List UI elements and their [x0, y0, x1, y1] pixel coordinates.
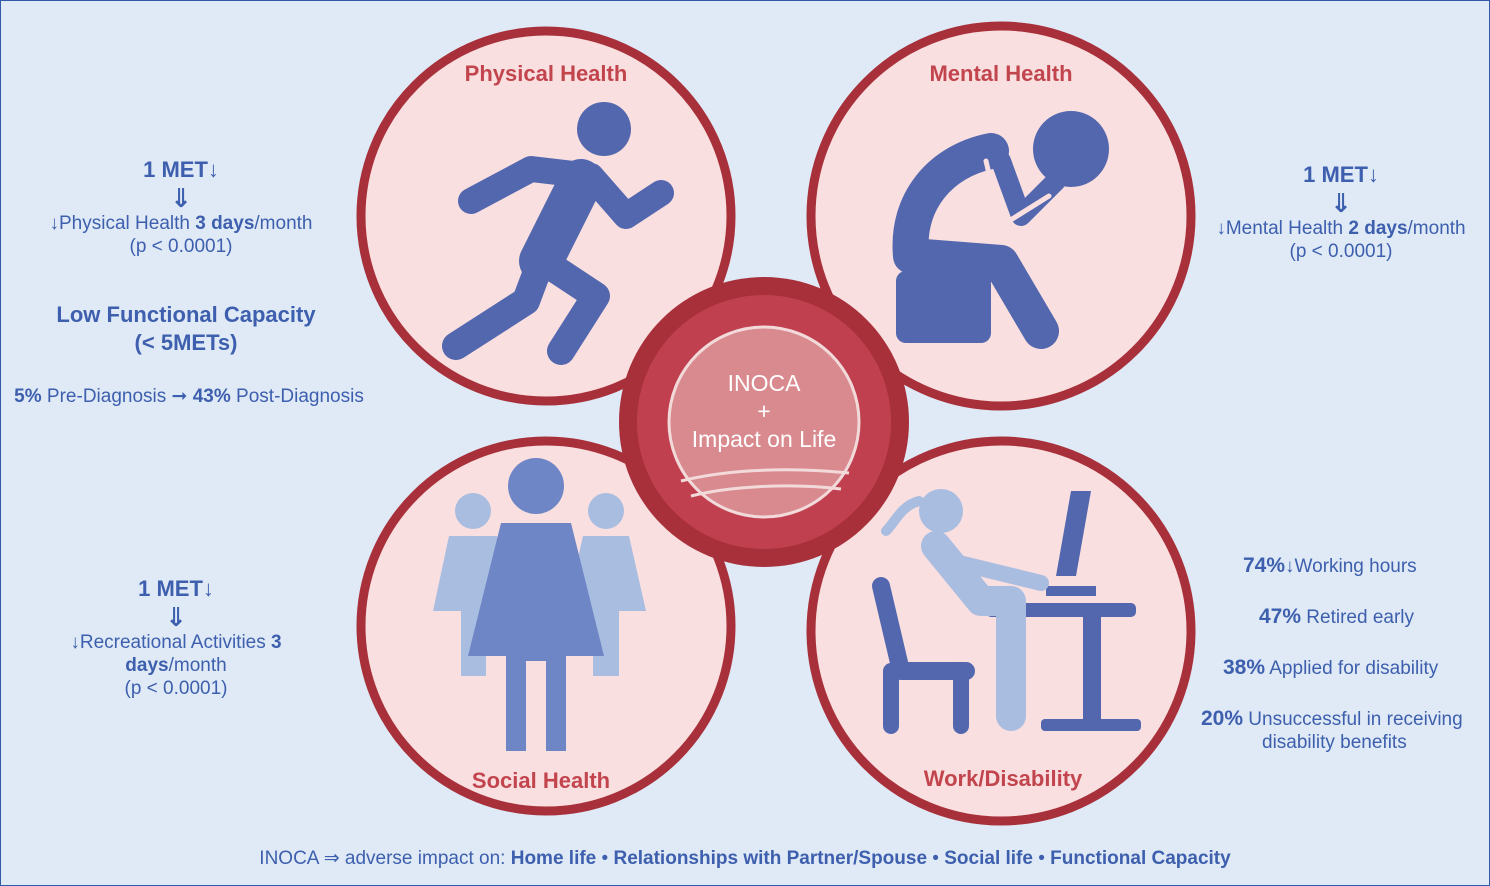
mental-days-line: ↓Mental Health 2 days/month — [1216, 218, 1466, 239]
capacity-change-line: 5% Pre-Diagnosis ➞ 43% Post-Diagnosis — [14, 386, 364, 407]
work-item-hours: 74%↓Working hours — [1243, 554, 1417, 577]
center-line-impact: Impact on Life — [691, 426, 837, 452]
footer-item-social: Social life — [944, 848, 1033, 869]
footer-item-home: Home life — [510, 848, 597, 869]
footer-prefix: INOCA ⇒ adverse impact on: — [259, 848, 511, 869]
group-people-icon — [433, 458, 646, 751]
center-label: INOCA + Impact on Life — [654, 369, 874, 453]
footer-item-capacity: Functional Capacity — [1050, 848, 1231, 869]
social-met: 1 MET↓ — [138, 576, 214, 601]
mental-panel: 1 MET↓ ⇓ ↓Mental Health 2 days/month (p … — [1191, 161, 1490, 263]
worker-at-desk-icon — [872, 489, 1141, 734]
work-item-retired: 47% Retired early — [1259, 605, 1415, 628]
social-health-title: Social Health — [471, 768, 611, 793]
runner-icon — [442, 102, 674, 365]
distressed-person-icon — [892, 111, 1109, 349]
work-item-unsuccessful: 20% Unsuccessful in receiving — [1201, 707, 1463, 730]
social-implies-arrow: ⇓ — [165, 602, 187, 632]
physical-pvalue: (p < 0.0001) — [129, 236, 233, 257]
work-disability-title: Work/Disability — [923, 766, 1083, 791]
low-capacity-title: Low Functional Capacity (< 5METs) — [56, 302, 316, 355]
footer-separator: • — [1032, 848, 1051, 869]
center-line-plus: + — [757, 398, 771, 424]
center-line-inoca: INOCA — [727, 370, 801, 396]
physical-met: 1 MET↓ — [143, 157, 219, 182]
footer-separator: • — [596, 848, 614, 869]
center-circle — [619, 277, 909, 567]
work-item-unsuccessful-line2: disability benefits — [1262, 732, 1407, 753]
physical-panel: 1 MET↓ ⇓ ↓Physical Health 3 days/month (… — [1, 156, 361, 258]
mental-health-title: Mental Health — [929, 61, 1073, 86]
work-item-applied: 38% Applied for disability — [1223, 656, 1439, 679]
mental-pvalue: (p < 0.0001) — [1289, 241, 1393, 262]
physical-days-line: ↓Physical Health 3 days/month — [49, 213, 313, 234]
footer-summary: INOCA ⇒ adverse impact on: Home life • R… — [1, 847, 1489, 870]
physical-implies-arrow: ⇓ — [170, 183, 192, 213]
physical-health-title: Physical Health — [464, 61, 628, 86]
footer-separator: • — [927, 848, 945, 869]
mental-implies-arrow: ⇓ — [1330, 188, 1352, 218]
mental-met: 1 MET↓ — [1303, 162, 1379, 187]
footer-item-relationships: Relationships with Partner/Spouse — [613, 848, 928, 869]
social-pvalue: (p < 0.0001) — [124, 678, 228, 699]
